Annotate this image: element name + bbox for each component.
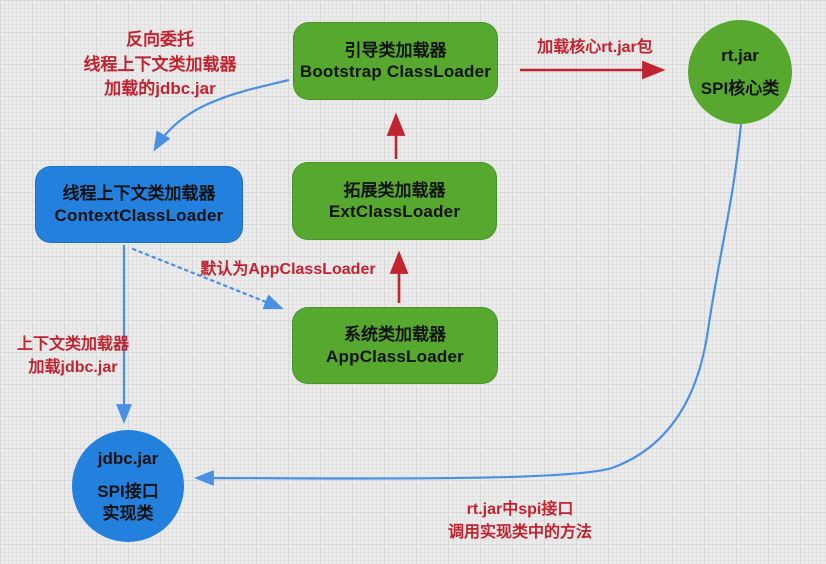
app-title-en: AppClassLoader <box>326 346 464 366</box>
app-title-zh: 系统类加载器 <box>344 325 446 345</box>
ext-title-en: ExtClassLoader <box>328 202 461 221</box>
label-reverse-delegation-line2: 线程上下文类加载器 <box>83 54 237 74</box>
node-context-classloader: 线程上下文类加载器 ContextClassLoader <box>35 166 243 243</box>
label-load-core-rtjar: 加载核心rt.jar包 <box>537 39 653 56</box>
label-context-loads-jdbc-line2: 加载jdbc.jar <box>28 359 118 377</box>
node-bootstrap-classloader: 引导类加载器 Bootstrap ClassLoader <box>293 22 498 100</box>
label-rtjar-spi-calls-line2: 调用实现类中的方法 <box>447 524 592 542</box>
rtjar-title: rt.jar <box>721 45 759 65</box>
label-context-loads-jdbc-line1: 上下文类加载器 <box>16 336 129 353</box>
node-app-classloader: 系统类加载器 AppClassLoader <box>292 307 498 384</box>
jdbcjar-subtitle2: 实现类 <box>102 503 154 523</box>
bootstrap-title-en: Bootstrap ClassLoader <box>299 62 492 81</box>
context-title-zh: 线程上下文类加载器 <box>62 184 216 204</box>
node-jdbc-jar: jdbc.jar SPI接口 实现类 <box>72 430 184 542</box>
jdbcjar-subtitle1: SPI接口 <box>97 482 159 502</box>
label-context-loads-jdbc: 上下文类加载器 加载jdbc.jar <box>8 333 138 379</box>
label-rtjar-spi-calls-line1: rt.jar中spi接口 <box>466 501 574 518</box>
label-reverse-delegation-line3: 加载的jdbc.jar <box>104 79 216 99</box>
label-reverse-delegation-line1: 反向委托 <box>126 30 194 49</box>
label-default-appclassloader: 默认为AppClassLoader <box>200 261 376 278</box>
bootstrap-title-zh: 引导类加载器 <box>344 40 447 60</box>
jdbcjar-title: jdbc.jar <box>97 449 159 469</box>
label-rtjar-spi-calls: rt.jar中spi接口 调用实现类中的方法 <box>415 498 625 544</box>
ext-title-zh: 拓展类加载器 <box>343 180 446 200</box>
rtjar-subtitle: SPI核心类 <box>700 79 780 98</box>
node-ext-classloader: 拓展类加载器 ExtClassLoader <box>292 162 497 240</box>
node-rt-jar: rt.jar SPI核心类 <box>688 20 792 124</box>
label-reverse-delegation: 反向委托 线程上下文类加载器 加载的jdbc.jar <box>40 28 280 102</box>
context-title-en: ContextClassLoader <box>54 205 224 225</box>
